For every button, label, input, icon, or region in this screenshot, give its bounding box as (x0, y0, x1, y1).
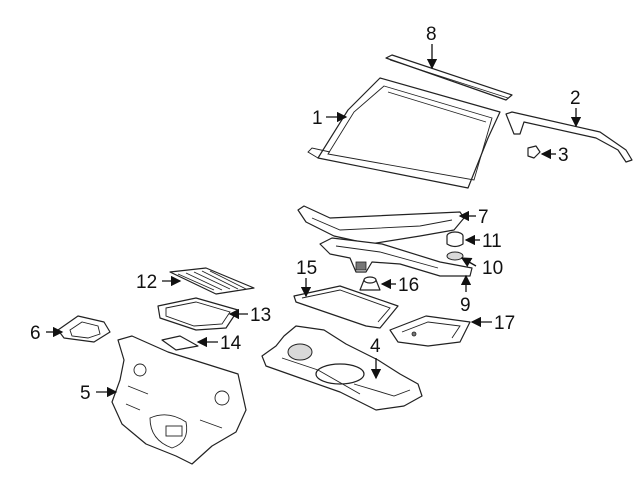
leader-10 (460, 257, 477, 268)
callout-7: 7 (478, 207, 489, 228)
part-floor-pan (261, 325, 423, 411)
part-tray (157, 297, 239, 331)
callout-6: 6 (30, 323, 41, 344)
callout-4: 4 (370, 336, 381, 357)
part-screen (169, 267, 255, 295)
callout-14: 14 (220, 333, 242, 354)
callout-2: 2 (570, 88, 581, 109)
part-bracket (389, 315, 471, 347)
part-grommet (446, 231, 464, 248)
callout-11: 11 (482, 231, 502, 252)
part-plate (161, 335, 199, 351)
callout-3: 3 (558, 145, 569, 166)
callout-1: 1 (312, 108, 323, 129)
callout-12: 12 (136, 272, 157, 293)
callout-15: 15 (296, 258, 317, 279)
part-cowl-lower (319, 237, 473, 277)
callout-17: 17 (494, 313, 515, 334)
part-cowl-panel (297, 205, 465, 245)
part-windshield (307, 77, 501, 189)
callout-13: 13 (250, 305, 271, 326)
callout-labels: 1 2 3 4 5 6 7 8 9 10 11 12 13 14 15 16 1… (30, 24, 581, 404)
part-dome-cap (57, 315, 111, 343)
callout-8: 8 (426, 24, 437, 45)
callout-9: 9 (460, 295, 471, 316)
part-bumper (359, 276, 381, 291)
part-pad (446, 251, 464, 261)
callout-10: 10 (482, 258, 503, 279)
leader-lines (46, 44, 582, 398)
callout-5: 5 (80, 383, 91, 404)
part-side-molding (505, 111, 633, 163)
part-top-molding (385, 54, 513, 101)
callout-16: 16 (398, 275, 419, 296)
part-dash-panel (111, 335, 247, 465)
part-clip (527, 145, 541, 159)
part-insulator (293, 285, 399, 329)
